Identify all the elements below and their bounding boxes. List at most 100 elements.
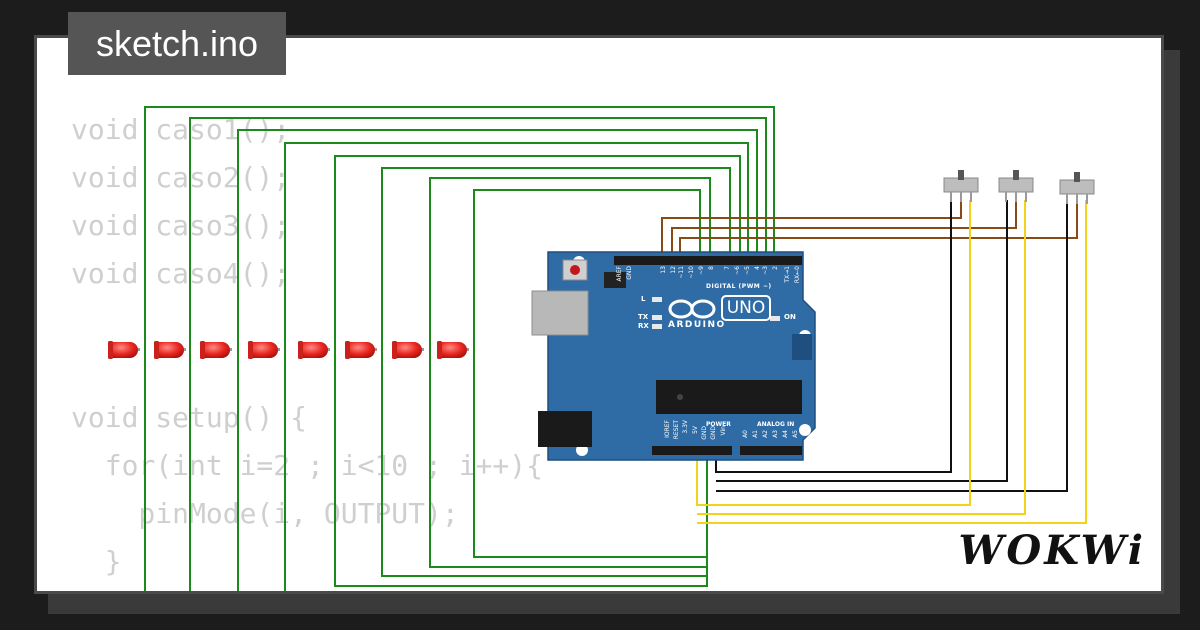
slide-switch-3[interactable]: [1059, 172, 1095, 204]
wire-led6: [381, 167, 731, 350]
code-line: void setup() {: [71, 401, 308, 434]
wires-layer: [144, 106, 1087, 591]
wire-switch1-gnd: [715, 200, 952, 473]
analog-pin-labels: A0 A1 A2 A3 A4 A5: [742, 430, 804, 446]
power-jack: [538, 411, 592, 447]
wire-led1: [144, 106, 775, 350]
wire-led2: [189, 117, 767, 350]
arduino-uno-board[interactable]: [531, 251, 816, 461]
wire-switch3-signal: [679, 200, 1078, 262]
wire-led4: [284, 142, 749, 350]
tx-led: [652, 315, 662, 320]
pin-label: 5V: [692, 426, 699, 434]
pin-label: ~10: [688, 266, 695, 279]
pin-label: Vin: [720, 426, 727, 436]
mount-hole: [799, 424, 811, 436]
pin-label: A1: [752, 430, 759, 438]
led-2[interactable]: [154, 341, 186, 359]
uno-badge: [721, 295, 771, 321]
pin-label: ~5: [744, 266, 751, 275]
wire-led5: [334, 155, 741, 350]
pin-label: A3: [772, 430, 779, 438]
gnd-led5: [334, 350, 708, 587]
yellow-wires: [696, 200, 1087, 524]
board-label-digital: DIGITAL (PWM ~): [706, 283, 772, 290]
pin-label: ~11: [678, 266, 685, 279]
pin-label: 7: [724, 266, 731, 270]
board-label-power: POWER: [706, 421, 731, 428]
icsp-header-right: [792, 334, 812, 360]
wire-led3: [237, 129, 758, 350]
wire-switch3-gnd: [716, 200, 1068, 492]
board-label-tx: TX: [638, 313, 649, 321]
pin-label: 8: [708, 266, 715, 270]
icsp-header-top: [604, 272, 626, 288]
wire-led7: [429, 177, 711, 350]
led-row: [108, 341, 469, 359]
analog-header: [740, 446, 802, 455]
slide-switch-1[interactable]: [943, 170, 979, 202]
wire-switch2-gnd: [716, 200, 1008, 482]
pin-label: RESET: [673, 420, 680, 440]
gnd-led7: [429, 350, 707, 568]
pin-label: A0: [742, 430, 749, 438]
board-label-on: ON: [784, 313, 796, 321]
brown-wires: [661, 200, 1078, 262]
arduino-infinity-icon: [668, 299, 716, 319]
pin-label: A2: [762, 430, 769, 438]
wire-switch3-vcc: [697, 200, 1087, 524]
board-label-l: L: [641, 295, 646, 303]
power-header: [652, 446, 732, 455]
pin-label: ~6: [734, 266, 741, 275]
digital-pin-labels: AREF GND 13 12 ~11 ~10 ~9 8 7 ~6 ~5 4 ~3…: [616, 266, 804, 290]
pin-label: ~3: [762, 266, 769, 275]
pin-label: GND: [710, 426, 717, 440]
pin-label: IOREF: [664, 420, 671, 438]
pin-label: GND: [701, 426, 708, 440]
led-7[interactable]: [392, 341, 424, 359]
pin-label: TX→1: [784, 266, 791, 283]
pin-label: 13: [660, 266, 667, 274]
wokwi-logo: WOKWi: [958, 527, 1146, 574]
led-8[interactable]: [437, 341, 469, 359]
pin-label: 12: [670, 266, 677, 274]
pin-label: ~9: [698, 266, 705, 275]
code-line: pinMode(i, OUTPUT);: [71, 497, 459, 530]
code-line: }: [71, 545, 122, 578]
code-line: void caso3();: [71, 209, 291, 242]
pin-label: AREF: [616, 266, 623, 282]
led-5[interactable]: [298, 341, 330, 359]
code-line: void caso4();: [71, 257, 291, 290]
slide-switch-2[interactable]: [998, 170, 1034, 202]
board-label-rx: RX: [638, 322, 649, 330]
led-4[interactable]: [248, 341, 280, 359]
power-pin-labels: IOREF RESET 3.3V 5V GND GND Vin: [664, 420, 734, 446]
black-wires: [715, 200, 1068, 492]
gnd-led8: [473, 350, 707, 558]
board-label-brand: ARDUINO: [668, 320, 726, 330]
pin-label: A5: [792, 430, 799, 438]
l-led: [652, 297, 662, 302]
led-6[interactable]: [345, 341, 377, 359]
pin-label: A4: [782, 430, 789, 438]
gnd-led6: [381, 350, 707, 577]
pin-label: RX←0: [794, 266, 801, 284]
led-3[interactable]: [200, 341, 232, 359]
green-wires: [144, 106, 775, 591]
pin-label: 2: [772, 266, 779, 270]
wire-switch1-vcc: [696, 200, 971, 506]
code-line: for(int i=2 ; i<10 ; i++){: [71, 449, 544, 482]
switch-row: [943, 170, 1095, 204]
board-label-uno: UNO: [726, 298, 766, 318]
project-filename-tab[interactable]: sketch.ino: [68, 12, 286, 75]
rx-led: [652, 324, 662, 329]
digital-header: [614, 256, 802, 265]
wire-led8: [473, 189, 701, 350]
wire-switch2-vcc: [697, 200, 1026, 515]
led-1[interactable]: [108, 341, 140, 359]
usb-port: [531, 290, 589, 336]
wire-switch1-signal: [661, 200, 962, 262]
code-line: void caso2();: [71, 161, 291, 194]
